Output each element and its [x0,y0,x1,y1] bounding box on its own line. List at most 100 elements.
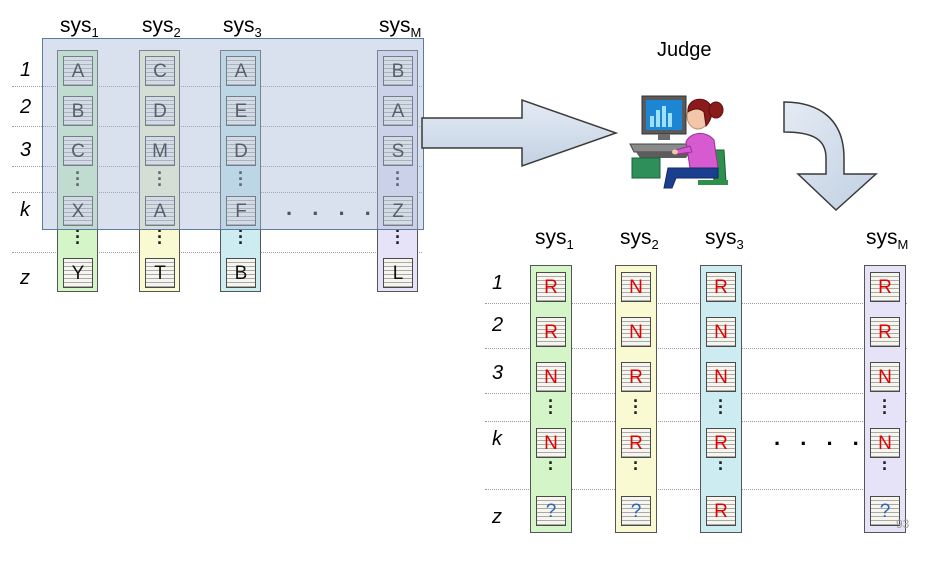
bottom-header-sys1: sys1 [535,226,574,252]
top-header-sys3: sys3 [223,14,262,40]
judgment-cell: ? [536,496,566,526]
top-cell: A [145,196,175,226]
vertical-ellipsis: ·· [718,453,724,479]
bottom-header-sysM: sysM [866,226,909,252]
top-header-sys2: sys2 [142,14,181,40]
row-line [485,303,907,304]
vertical-ellipsis: ··· [157,163,163,195]
judgment-cell: R [706,272,736,302]
bottom-column-sys2 [615,265,657,533]
judgment-cell: N [536,362,566,392]
top-row-label: 1 [20,59,32,81]
top-column-sys2 [139,50,180,292]
arrow-to-judge-icon [421,98,619,168]
top-cell: D [145,96,175,126]
judgment-cell: N [621,272,651,302]
top-cell: L [383,258,413,288]
top-row-label: 3 [20,139,32,161]
judgment-cell: R [870,272,900,302]
row-line [12,192,422,193]
vertical-ellipsis: ··· [882,391,888,423]
top-column-sys3 [220,50,261,292]
judgment-cell: ? [621,496,651,526]
top-cell: F [226,196,256,226]
top-cell: X [63,196,93,226]
top-cell: M [145,136,175,166]
vertical-ellipsis: ··· [633,391,639,423]
judgment-cell: N [536,428,566,458]
top-cell: A [383,96,413,126]
judgment-cell: R [536,272,566,302]
judgment-cell: N [706,362,736,392]
judgment-cell: R [706,428,736,458]
vertical-ellipsis: ··· [157,221,163,253]
top-cell: A [226,56,256,86]
row-line [485,489,907,490]
curved-arrow-down-icon [783,101,878,212]
horizontal-ellipsis: . . . . [774,425,866,450]
vertical-ellipsis: ·· [633,453,639,479]
bottom-column-sys3 [700,265,742,533]
person-at-computer-icon [629,95,728,189]
top-cell: Z [383,196,413,226]
bottom-column-sys1 [530,265,572,533]
bottom-row-label: z [492,506,502,528]
top-cell: E [226,96,256,126]
vertical-ellipsis: ··· [75,221,81,253]
bottom-row-label: 1 [492,272,504,294]
top-cell: B [226,258,256,288]
judgment-cell: R [536,317,566,347]
top-cell: T [145,258,175,288]
vertical-ellipsis: ··· [238,221,244,253]
judgment-cell: R [706,496,736,526]
judge-label: Judge [657,39,712,61]
row-line [485,393,907,394]
row-line [12,86,422,87]
bottom-column-sysM [864,265,906,533]
top-cell: C [63,136,93,166]
row-line [485,348,907,349]
top-cell: D [226,136,256,166]
top-row-label: 2 [20,96,32,118]
page-number: 93 [896,517,910,531]
judgment-cell: R [621,362,651,392]
top-k-selection-overlay [42,38,424,230]
row-line [485,421,907,422]
judgment-cell: N [870,362,900,392]
top-cell: Y [63,258,93,288]
judgment-cell: R [870,317,900,347]
top-header-sysM: sysM [379,14,422,40]
bottom-row-label: 2 [492,314,504,336]
row-line [12,166,422,167]
row-line [12,126,422,127]
bottom-header-sys2: sys2 [620,226,659,252]
vertical-ellipsis: ··· [718,391,724,423]
top-cell: B [63,96,93,126]
judgment-cell: ? [870,496,900,526]
judgment-cell: N [621,317,651,347]
top-column-sys1 [57,50,98,292]
top-header-sys1: sys1 [60,14,99,40]
top-cell: C [145,56,175,86]
row-line [12,252,422,253]
top-column-sysM [377,50,418,292]
vertical-ellipsis: ·· [882,453,888,479]
top-cell: B [383,56,413,86]
vertical-ellipsis: ··· [238,163,244,195]
vertical-ellipsis: ·· [548,453,554,479]
top-row-label: z [20,267,30,289]
judgment-cell: R [621,428,651,458]
bottom-row-label: 3 [492,362,504,384]
top-cell: A [63,56,93,86]
vertical-ellipsis: ··· [395,221,401,253]
bottom-row-label: k [492,428,502,450]
judgment-cell: N [870,428,900,458]
vertical-ellipsis: ··· [75,163,81,195]
judgment-cell: N [706,317,736,347]
vertical-ellipsis: ··· [395,163,401,195]
horizontal-ellipsis: . . . . [286,195,378,220]
top-cell: S [383,136,413,166]
top-row-label: k [20,199,30,221]
vertical-ellipsis: ··· [548,391,554,423]
